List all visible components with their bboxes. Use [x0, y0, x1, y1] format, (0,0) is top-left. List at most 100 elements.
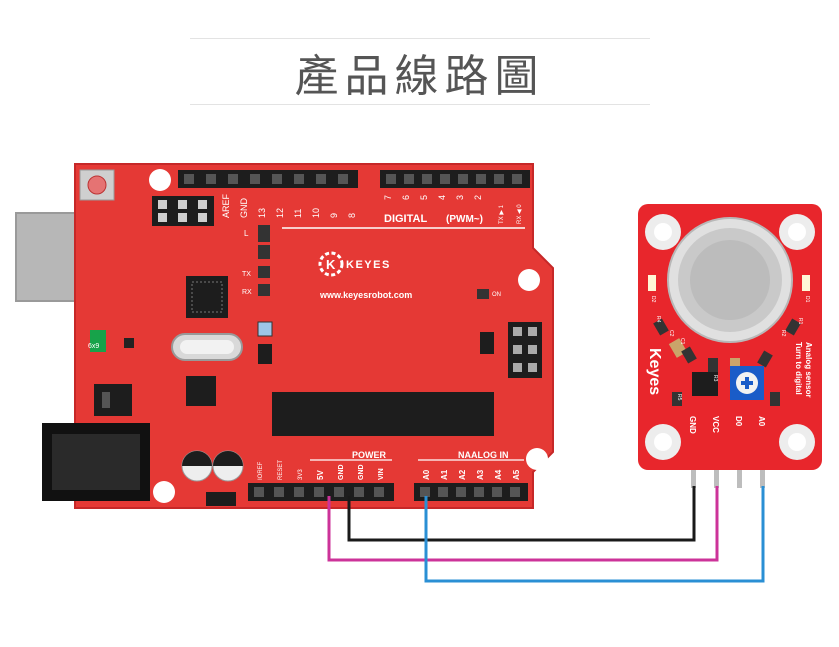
- digital-label: DIGITAL: [384, 213, 427, 225]
- pin-label: IOREF: [258, 461, 264, 480]
- mounting-hole: [518, 269, 540, 291]
- sensor-pin-a0: [760, 462, 765, 488]
- pin-label: 3: [455, 195, 465, 200]
- title-rule-top: [190, 38, 650, 39]
- capacitor-smd: [480, 332, 494, 354]
- silk-label: R3: [712, 375, 718, 382]
- pin-label: 9: [329, 213, 339, 218]
- wire-gnd: [347, 486, 696, 542]
- brand-label: KEYES: [346, 259, 391, 271]
- sensor-brand: Keyes: [646, 348, 663, 395]
- pin-label: 7: [383, 195, 393, 200]
- pin-label: RX ◀ 0: [517, 204, 523, 224]
- pin-label: 10: [311, 208, 321, 218]
- pin-label: A5: [512, 469, 521, 480]
- pwm-label: (PWM~): [446, 214, 483, 225]
- sensor-pin-label: D0: [734, 416, 743, 427]
- chip-small: [206, 492, 236, 506]
- regulator: [94, 384, 132, 416]
- fuse-label: 6x9: [88, 343, 99, 350]
- led-tx: [258, 266, 270, 278]
- sensor-pin-gnd: [691, 462, 696, 488]
- capacitors: [181, 450, 244, 482]
- icsp-header-left: [152, 196, 214, 226]
- led-rx: [258, 284, 270, 296]
- pin-label: VIN: [378, 468, 385, 480]
- digital-header-high: [178, 170, 358, 188]
- top-header-labels: AREF GND 13 12 11 10 9 8 7 6 5 4 3 2 TX …: [221, 193, 523, 224]
- button-small: [257, 321, 273, 337]
- sensor-pin-d0: [737, 462, 742, 488]
- l-label: L: [244, 229, 249, 238]
- mounting-hole: [526, 448, 548, 470]
- silk-label: C1: [679, 338, 685, 345]
- pin-label: A3: [476, 469, 485, 480]
- gas-sensor-module: Keyes Analog sensor Turn to digital GND …: [638, 204, 822, 488]
- pin-label: 4: [437, 195, 447, 200]
- power-header: [248, 483, 394, 501]
- wire-vcc: [327, 486, 719, 562]
- pin-label: A1: [440, 469, 449, 480]
- pin-label: 5V: [316, 470, 325, 480]
- pin-label: 5: [419, 195, 429, 200]
- pin-label: 13: [257, 208, 267, 218]
- pin-label: GND: [358, 464, 365, 480]
- silk-label: R1: [797, 318, 803, 325]
- website-label: www.keyesrobot.com: [319, 290, 412, 300]
- pin-label: 11: [293, 209, 303, 218]
- comparator-chip: [692, 372, 718, 396]
- sensor-desc-line2: Turn to digital: [794, 342, 803, 395]
- diode: [124, 338, 134, 348]
- silk-label: D2: [650, 296, 656, 303]
- resistor: [258, 245, 270, 259]
- led-d1: [802, 275, 810, 291]
- sensor-pin-label: A0: [757, 416, 766, 427]
- pin-label: TX ▶ 1: [499, 204, 505, 224]
- pin-label: RESET: [278, 460, 284, 480]
- arduino-board: AREF GND 13 12 11 10 9 8 7 6 5 4 3 2 TX …: [15, 163, 554, 509]
- potentiometer[interactable]: [730, 366, 764, 400]
- wire-signal-a0: [424, 486, 765, 583]
- tx-label: TX: [242, 271, 251, 278]
- gas-sensor-can: [667, 217, 793, 343]
- sensor-pin-label: GND: [688, 416, 697, 434]
- fuse: [90, 330, 106, 352]
- pin-label: AREF: [221, 193, 231, 218]
- usb-chip: [186, 276, 228, 318]
- pin-label: 3V3: [298, 469, 304, 480]
- pin-label: A0: [422, 469, 431, 480]
- silk-label: C2: [668, 330, 674, 337]
- sensor-pin-vcc: [714, 462, 719, 488]
- pin-label: 8: [347, 213, 357, 218]
- silk-label: R2: [780, 330, 786, 337]
- rx-label: RX: [242, 289, 252, 296]
- chip: [186, 376, 216, 406]
- keyes-logo: K KEYES: [318, 251, 391, 277]
- icsp-header-right: [508, 322, 542, 378]
- logo-k-glyph: K: [326, 257, 336, 272]
- led-on: [477, 289, 489, 299]
- atmega-chip: [272, 392, 494, 436]
- analog-header: [414, 483, 528, 501]
- pin-label: GND: [338, 464, 345, 480]
- sensor-desc-line1: Analog sensor: [804, 342, 813, 398]
- page-title: 產品線路圖: [294, 51, 545, 102]
- on-label: ON: [492, 292, 501, 298]
- resistor: [258, 344, 272, 364]
- silk-label: R4: [655, 316, 661, 323]
- mounting-hole: [149, 169, 171, 191]
- led-d2: [648, 275, 656, 291]
- power-label: POWER: [352, 450, 387, 460]
- silk-label: R5: [676, 394, 682, 401]
- pin-label: 6: [401, 195, 411, 200]
- bottom-header-labels: IOREF RESET 3V3 5V GND GND VIN A0 A1 A2 …: [258, 460, 521, 480]
- digital-header-low: [380, 170, 530, 188]
- title-rule-bottom: [190, 104, 650, 105]
- pin-label: 2: [473, 195, 483, 200]
- led-l: [258, 225, 270, 242]
- pin-label: A2: [458, 469, 467, 480]
- analog-label: NAALOG IN: [458, 450, 509, 460]
- pin-label: 12: [275, 208, 285, 218]
- silk-label: D1: [804, 296, 810, 303]
